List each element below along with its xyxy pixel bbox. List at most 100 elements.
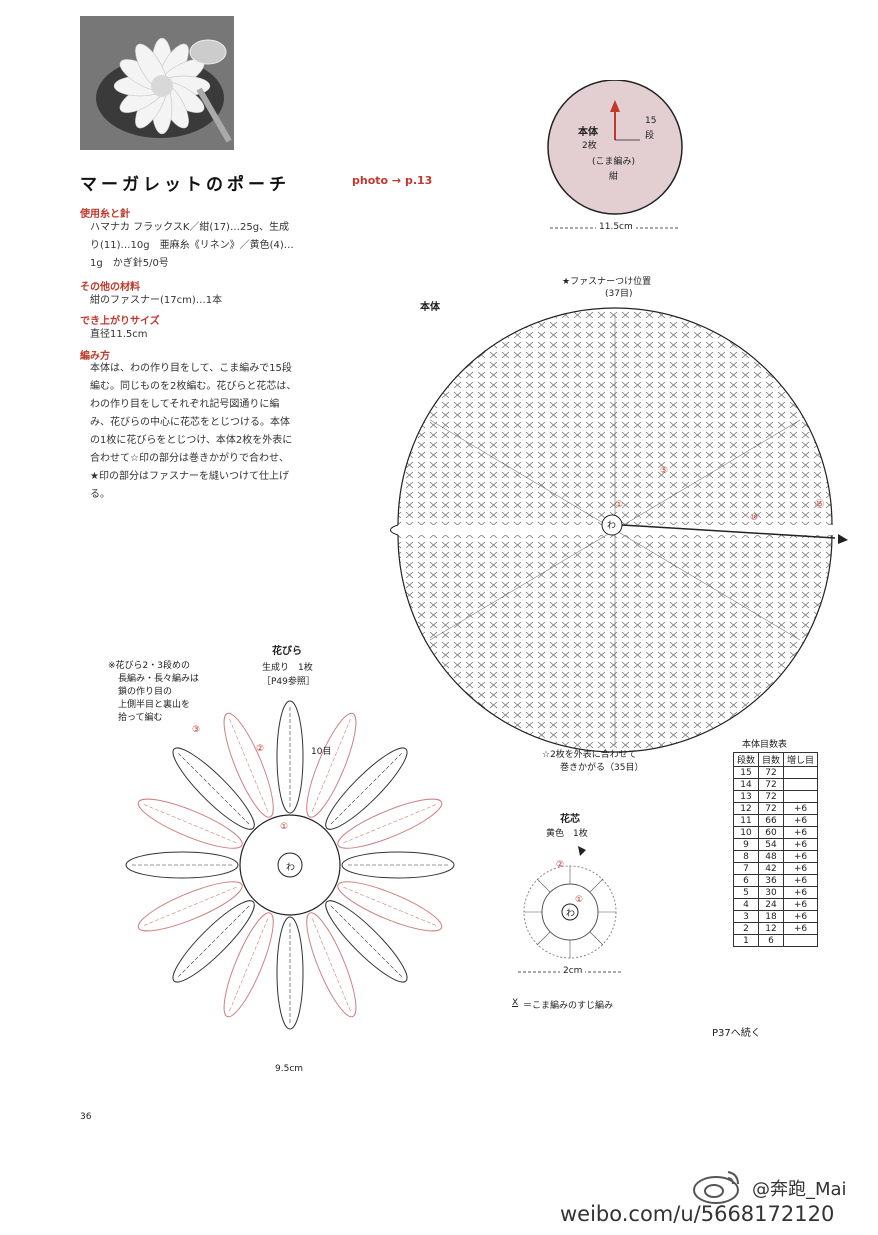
pouch-width: 11.5cm	[596, 222, 636, 232]
petal	[341, 851, 455, 879]
petal-row-2: ②	[256, 744, 265, 754]
petal-chain	[228, 918, 269, 1013]
petal-note-3: 鎖の作り目の	[118, 687, 173, 697]
table-cell: 5	[732, 886, 760, 899]
table-cell	[783, 790, 819, 803]
petal-chain	[228, 717, 269, 812]
table-cell: 36	[758, 874, 785, 887]
method-line-8: る。	[90, 489, 110, 500]
table-cell: +6	[783, 838, 819, 851]
center-ring: わ	[566, 909, 576, 919]
photo-reference: photo → p.13	[352, 174, 433, 187]
col-header: 段数	[732, 752, 760, 767]
petal-row-3: ③	[192, 725, 201, 735]
petal-ref: ［P49参照］	[262, 677, 315, 687]
petal-chain	[330, 905, 404, 979]
table-cell: 12	[732, 802, 760, 815]
row-marker-5: ⑤	[660, 466, 669, 476]
table-cell: 66	[758, 814, 785, 827]
table-cell: 4	[732, 898, 760, 911]
petal	[125, 851, 239, 879]
table-cell: +6	[783, 862, 819, 875]
seam-instruction-1: ☆2枚を外表に合わせて	[542, 750, 637, 760]
table-cell	[783, 778, 819, 791]
petal-chain	[142, 803, 237, 844]
pouch-size-diagram	[547, 80, 683, 229]
petal-note-5: 拾って編む	[118, 713, 163, 723]
pouch-count: 2枚	[582, 141, 597, 151]
pouch-rows-num: 15	[645, 116, 657, 126]
table-cell: 8	[732, 850, 760, 863]
table-cell: 7	[732, 862, 760, 875]
page-number: 36	[80, 1112, 92, 1122]
petal-stitch-count: 10目	[311, 747, 332, 757]
zipper-position-label: ★ファスナーつけ位置	[562, 277, 652, 287]
petal	[172, 900, 255, 983]
petal-row-1: ①	[280, 822, 289, 832]
table-cell: 30	[758, 886, 785, 899]
table-cell: 48	[758, 850, 785, 863]
legend-symbol: X	[512, 998, 519, 1008]
method-heading: 編み方	[80, 351, 110, 362]
page-title: マーガレットのポーチ	[80, 175, 290, 195]
method-line-4: み、花びらの中心に花芯をとじつける。本体	[90, 417, 290, 428]
petal	[325, 900, 408, 983]
petal-note-1: ※花びら2・3段めの	[108, 661, 190, 671]
petal-note-4: 上側半目と裏山を	[118, 700, 191, 710]
table-cell: +6	[783, 850, 819, 863]
watermark-handle: @奔跑_Mai	[752, 1179, 847, 1200]
yarn-line-3: 1g かぎ針5/0号	[90, 258, 169, 269]
table-cell: 72	[758, 766, 785, 779]
petal	[306, 712, 357, 818]
table-cell: +6	[783, 826, 819, 839]
petal-note-2: 長編み・長々編みは	[118, 674, 200, 684]
table-cell: 6	[758, 934, 785, 947]
table-cell: 72	[758, 778, 785, 791]
method-line-6: 合わせて☆印の部分は巻きかがりで合わせ、	[90, 453, 289, 464]
table-cell: 13	[732, 790, 760, 803]
other-materials-heading: その他の材料	[80, 282, 140, 293]
yarn-heading: 使用糸と針	[80, 209, 130, 220]
col-header: 増し目	[783, 752, 819, 767]
pouch-color: 紺	[609, 172, 619, 182]
table-cell: 10	[732, 826, 760, 839]
table-cell: +6	[783, 814, 819, 827]
table-cell: +6	[783, 910, 819, 923]
center-row-1: ①	[575, 895, 584, 905]
table-cell: 9	[732, 838, 760, 851]
petal-stitch-chart	[125, 700, 455, 1030]
center-stitch-chart	[518, 846, 622, 973]
gauge-table-header: 段数 目数 増し目	[732, 752, 819, 767]
body-stitch-chart	[390, 307, 848, 753]
center-title: 花芯	[560, 814, 580, 825]
watermark-url: weibo.com/u/5668172120	[560, 1202, 835, 1226]
table-cell: 42	[758, 862, 785, 875]
petal	[137, 798, 243, 849]
petal-chain	[311, 918, 352, 1013]
center-row-2: ②	[556, 860, 565, 870]
table-cell: +6	[783, 874, 819, 887]
table-cell: 60	[758, 826, 785, 839]
petal-chain	[176, 751, 250, 825]
seam-instruction-2: 巻きかがる（35目）	[560, 763, 644, 773]
size-line: 直径11.5cm	[90, 329, 148, 340]
pouch-photo-illustration	[80, 16, 234, 150]
table-cell: 2	[732, 922, 760, 935]
method-line-7: ★印の部分はファスナーを縫いつけて仕上げ	[90, 471, 289, 482]
petal-chain	[330, 751, 404, 825]
table-cell: +6	[783, 886, 819, 899]
table-cell	[783, 934, 819, 947]
petal	[276, 700, 304, 814]
petal-chain	[176, 905, 250, 979]
table-cell: 72	[758, 802, 785, 815]
table-cell: 54	[758, 838, 785, 851]
petal-chain	[142, 886, 237, 927]
